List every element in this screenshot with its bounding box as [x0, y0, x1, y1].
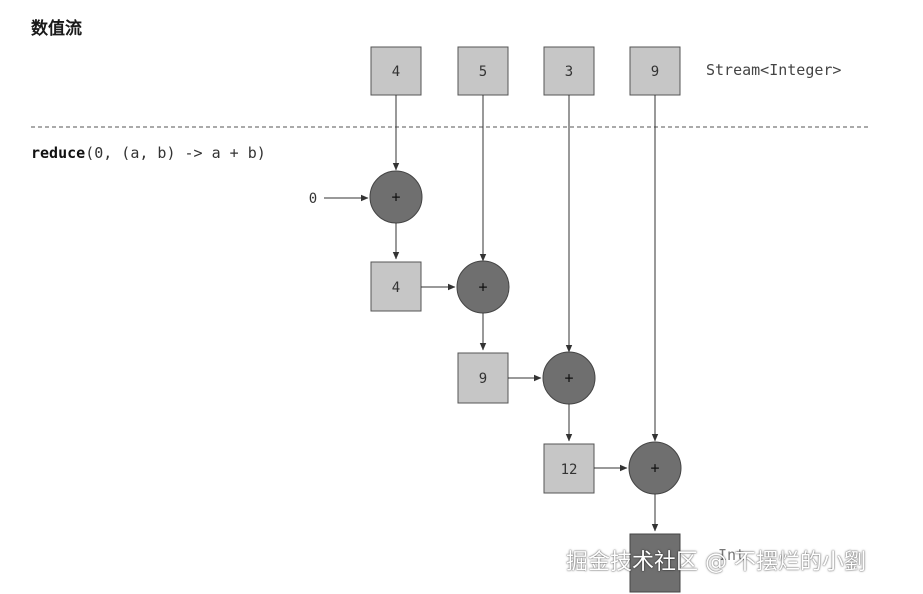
plus-operator-1-symbol: +	[391, 188, 400, 206]
accumulator-box-1: 4	[370, 261, 422, 312]
accumulator-2-value: 9	[479, 371, 487, 387]
stream-element-1-value: 4	[392, 64, 400, 80]
reduce-expression: reduce(0, (a, b) -> a + b)	[31, 144, 266, 162]
stream-element-2-value: 5	[479, 64, 487, 80]
plus-operator-4-symbol: +	[650, 459, 659, 477]
stream-element-3: 3	[543, 46, 595, 96]
plus-operator-2-symbol: +	[478, 278, 487, 296]
accumulator-box-2: 9	[457, 352, 509, 404]
stream-element-3-value: 3	[565, 64, 573, 80]
result-type-label-partial: Int	[718, 546, 745, 564]
plus-operator-3-symbol: +	[564, 369, 573, 387]
stream-element-1: 4	[370, 46, 422, 96]
plus-operator-3: +	[542, 351, 596, 405]
plus-operator-1: +	[369, 170, 423, 224]
reduce-keyword: reduce	[31, 144, 86, 162]
accumulator-box-3: 12	[543, 443, 595, 494]
watermark: 掘金技术社区 @ 不摆烂的小劉	[566, 550, 866, 575]
initial-value: 0	[309, 191, 317, 207]
reduce-arguments: (0, (a, b) -> a + b)	[85, 144, 266, 162]
stream-element-4-value: 9	[651, 64, 659, 80]
stream-element-2: 5	[457, 46, 509, 96]
stream-element-4: 9	[629, 46, 681, 96]
accumulator-1-value: 4	[392, 280, 400, 296]
stream-type-label: Stream<Integer>	[706, 61, 842, 79]
result-box	[629, 533, 681, 593]
plus-operator-2: +	[456, 260, 510, 314]
diagram-title: 数值流	[31, 19, 82, 39]
accumulator-3-value: 12	[561, 462, 578, 478]
plus-operator-4: +	[628, 441, 682, 495]
